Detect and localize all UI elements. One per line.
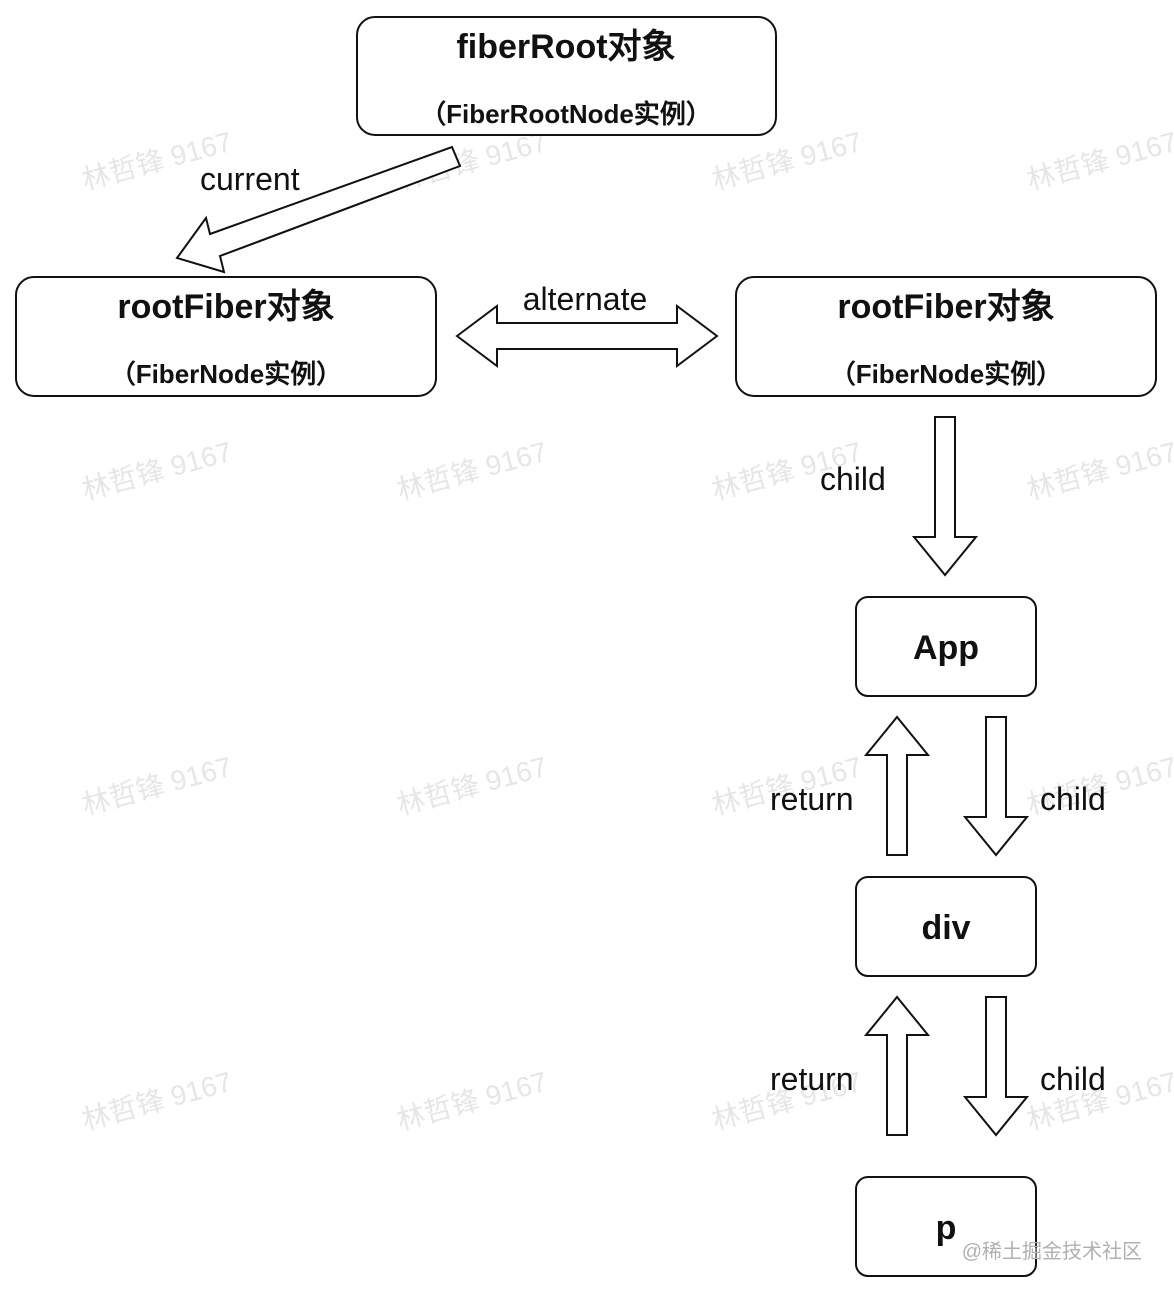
p-node: p	[855, 1176, 1037, 1277]
child-edge-div-p: child	[962, 996, 1106, 1137]
return-arrow-up	[863, 995, 931, 1136]
fiber-root-title: fiberRoot对象	[456, 28, 675, 66]
return-label: return	[770, 1061, 854, 1097]
return-edge-p-div: return	[770, 995, 931, 1136]
alternate-label: alternate	[523, 281, 648, 317]
child-arrow-down	[962, 716, 1030, 857]
watermark: 林哲锋 9167	[1024, 126, 1174, 196]
app-node: App	[855, 596, 1037, 697]
alternate-edge: alternate	[455, 281, 719, 368]
alternate-arrow	[455, 304, 719, 368]
child-edge-app-div: child	[962, 716, 1106, 857]
child-label: child	[1040, 1061, 1106, 1097]
credit-watermark: @稀土掘金技术社区	[962, 1240, 1142, 1263]
root-fiber-current-title: rootFiber对象	[117, 288, 334, 326]
root-fiber-alternate-box	[735, 276, 1157, 397]
child-arrow-down	[962, 996, 1030, 1137]
watermark: 林哲锋 9167	[709, 126, 866, 196]
root-fiber-alternate-node: rootFiber对象 （FiberNode实例）	[735, 276, 1157, 397]
app-title: App	[913, 629, 979, 667]
current-edge: current	[175, 145, 462, 274]
app-box	[855, 596, 1037, 697]
watermark: 林哲锋 9167	[79, 1066, 236, 1136]
current-arrow	[175, 145, 462, 274]
root-fiber-alternate-subtitle: （FiberNode实例）	[830, 359, 1063, 389]
return-edge-div-app: return	[770, 715, 931, 856]
watermark: 林哲锋 9167	[79, 436, 236, 506]
return-arrow-up	[863, 715, 931, 856]
child-arrow-down	[911, 416, 979, 577]
p-title: p	[936, 1209, 957, 1247]
child-label: child	[1040, 781, 1106, 817]
root-fiber-current-subtitle: （FiberNode实例）	[110, 359, 343, 389]
div-box	[855, 876, 1037, 977]
fiber-root-box	[356, 16, 777, 136]
fiber-root-node: fiberRoot对象 （FiberRootNode实例）	[356, 16, 777, 136]
div-node: div	[855, 876, 1037, 977]
root-fiber-current-node: rootFiber对象 （FiberNode实例）	[15, 276, 437, 397]
current-label: current	[200, 161, 300, 197]
return-label: return	[770, 781, 854, 817]
watermark: 林哲锋 9167	[79, 751, 236, 821]
watermark: 林哲锋 9167	[394, 751, 551, 821]
p-box	[855, 1176, 1037, 1277]
watermark: 林哲锋 9167	[394, 1066, 551, 1136]
root-fiber-current-box	[15, 276, 437, 397]
watermark: 林哲锋 9167	[1024, 436, 1174, 506]
div-title: div	[921, 909, 970, 947]
child-edge-root-app: child	[820, 416, 979, 577]
fiber-root-subtitle: （FiberRootNode实例）	[420, 99, 712, 129]
watermark: 林哲锋 9167	[394, 436, 551, 506]
child-label: child	[820, 461, 886, 497]
root-fiber-alternate-title: rootFiber对象	[837, 288, 1054, 326]
